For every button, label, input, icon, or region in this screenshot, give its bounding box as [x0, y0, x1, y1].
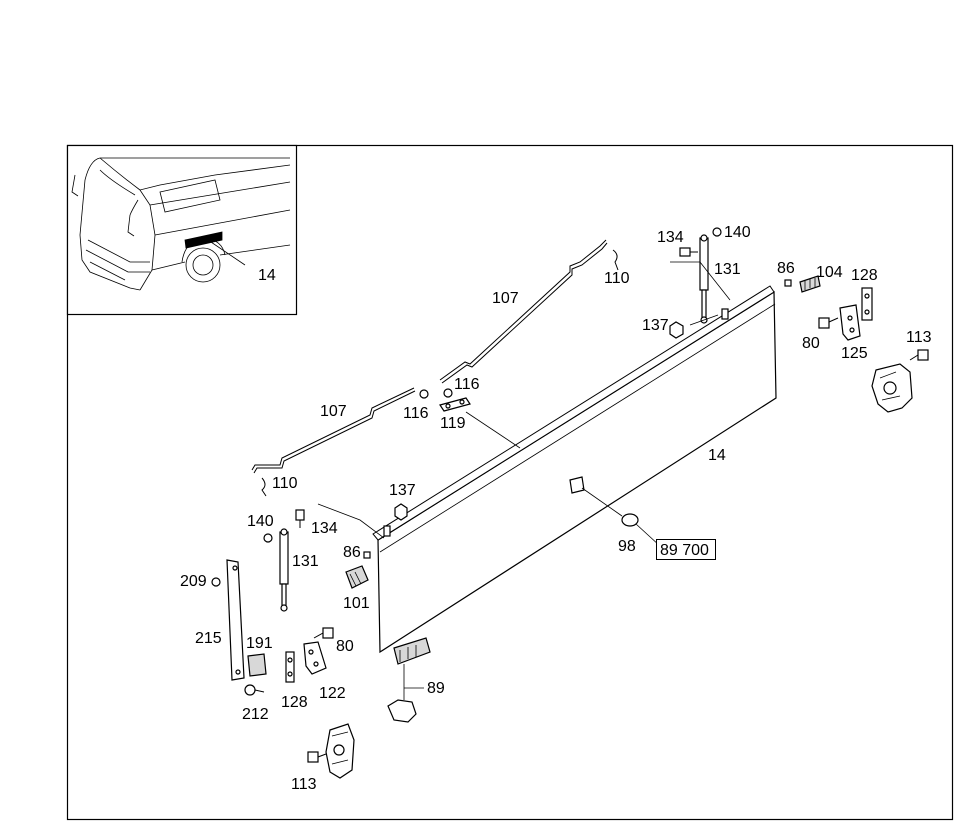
label-212: 212: [242, 706, 269, 723]
label-131-upper: 131: [714, 261, 741, 278]
label-86-lower: 86: [343, 544, 361, 561]
bolt-113-lower: [307, 751, 327, 763]
rod-107-lower: [251, 387, 416, 474]
label-89700: 89 700: [660, 542, 709, 559]
inset-bus-view: 14: [66, 144, 298, 316]
lock-mechanism-right: [871, 363, 913, 413]
label-122: 122: [319, 685, 346, 702]
strut-131-upper: [670, 234, 731, 326]
nut-116-right: [443, 388, 453, 398]
screw-212: [244, 684, 265, 696]
panel-14: [372, 285, 777, 654]
bolt-113-right: [909, 349, 929, 361]
label-140-upper: 140: [724, 224, 751, 241]
label-101: 101: [343, 595, 370, 612]
bump-86-lower: [363, 551, 371, 559]
label-107-upper: 107: [492, 290, 519, 307]
label-116-left: 116: [403, 405, 429, 422]
nut-116-left: [419, 389, 429, 399]
lock-mechanism-lower: [325, 723, 355, 779]
ring-98: [581, 487, 661, 547]
label-80-lower: 80: [336, 638, 354, 655]
latch-101: [345, 565, 369, 589]
label-98: 98: [618, 538, 636, 555]
plate-128-right: [861, 287, 873, 321]
label-119: 119: [440, 415, 466, 432]
label-131-lower: 131: [292, 553, 319, 570]
nut-137-upper: [669, 321, 684, 339]
label-116-right: 116: [454, 376, 480, 393]
label-137-lower: 137: [389, 482, 416, 499]
label-215: 215: [195, 630, 222, 647]
bolt-134-upper: [679, 247, 698, 257]
label-128-right: 128: [851, 267, 878, 284]
strut-131-lower: [279, 528, 289, 612]
inset-label-14: 14: [258, 267, 276, 284]
clip-110-upper: [612, 249, 619, 271]
clip-110-lower: [261, 477, 267, 497]
label-209: 209: [180, 573, 207, 590]
bolt-80-lower: [313, 627, 334, 639]
nut-209: [211, 577, 221, 587]
bump-86-upper: [784, 279, 792, 287]
nut-137-lower: [394, 503, 408, 521]
hinge-122: [303, 641, 327, 675]
label-137-upper: 137: [642, 317, 669, 334]
label-134-upper: 134: [657, 229, 684, 246]
seal-89: [387, 637, 431, 723]
label-89: 89: [427, 680, 445, 697]
label-134-lower: 134: [311, 520, 338, 537]
ref-box-89700: [656, 539, 716, 560]
label-110-upper: 110: [604, 270, 630, 287]
bracket-191: [247, 653, 267, 677]
washer-140-upper: [712, 227, 722, 237]
label-140-lower: 140: [247, 513, 274, 530]
plate-128-lower: [285, 651, 295, 683]
label-14-panel: 14: [708, 447, 726, 464]
label-191: 191: [246, 635, 273, 652]
bolt-80-right: [818, 317, 839, 329]
label-104: 104: [816, 264, 843, 281]
label-80-right: 80: [802, 335, 820, 352]
label-86-upper: 86: [777, 260, 795, 277]
link-119: [439, 397, 521, 449]
label-125: 125: [841, 345, 868, 362]
rod-107-upper: [439, 239, 608, 384]
latch-104: [799, 275, 821, 293]
label-113-lower: 113: [291, 776, 317, 793]
washer-140-lower: [263, 533, 273, 543]
label-113-right: 113: [906, 329, 932, 346]
diagram-frame: [66, 144, 954, 821]
label-128-lower: 128: [281, 694, 308, 711]
bar-215: [226, 559, 245, 681]
label-107-lower: 107: [320, 403, 347, 420]
hinge-125: [839, 304, 861, 341]
bolt-134-lower: [295, 503, 385, 539]
label-110-lower: 110: [272, 475, 298, 492]
